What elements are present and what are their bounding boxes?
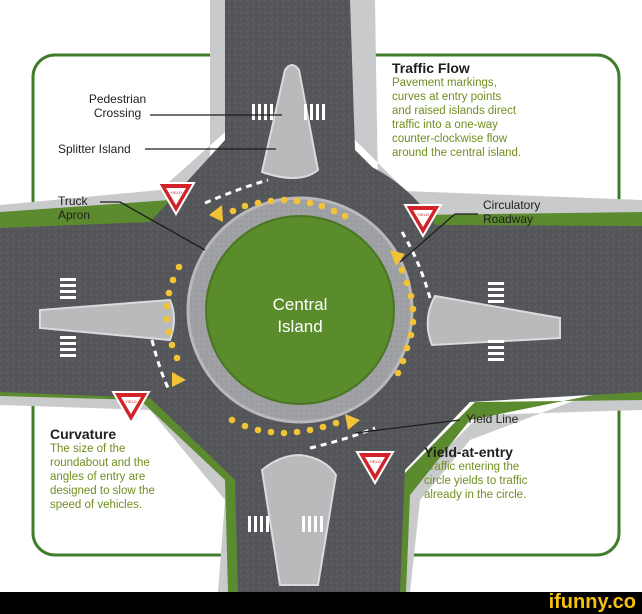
yield-sign-text: YIELD: [125, 399, 137, 404]
curvature-title: Curvature: [50, 426, 117, 442]
central-island: [206, 216, 394, 404]
label-splitter-island: Splitter Island: [58, 142, 131, 156]
yield-sign-text: YIELD: [170, 190, 182, 195]
label-circulatory-roadway: Circulatory Roadway: [483, 198, 541, 226]
circulation-arrows: [163, 196, 417, 437]
pedestrian-crossings: [60, 104, 504, 532]
splitter-islands: [39, 64, 561, 586]
label-yield-line: Yield Line: [466, 412, 519, 426]
yield-at-entry-title: Yield-at-entry: [424, 444, 513, 460]
yield-sign-se: YIELD: [355, 451, 395, 485]
label-pedestrian-crossing: Pedestrian Crossing: [88, 92, 147, 120]
watermark-bar: ifunny.co: [0, 591, 642, 614]
label-truck-apron: Truck Apron: [58, 194, 91, 222]
yield-at-entry-body: Traffic entering the circle yields to tr…: [424, 461, 528, 501]
traffic-flow-block: Traffic Flow Pavement markings, curves a…: [392, 60, 592, 160]
grass-verges: [0, 0, 642, 592]
label-central-island: Central Island: [272, 295, 328, 336]
yield-sign-nw: YIELD: [156, 182, 196, 216]
yield-lines: [150, 178, 432, 450]
curvature-body: The size of the roundabout and the angle…: [50, 443, 155, 511]
yield-sign-text: YIELD: [369, 459, 381, 464]
curvature-block: Curvature The size of the roundabout and…: [50, 426, 200, 512]
traffic-flow-title: Traffic Flow: [392, 60, 470, 76]
traffic-flow-body: Pavement markings, curves at entry point…: [392, 77, 522, 159]
leader-lines: [100, 114, 478, 434]
yield-sign-sw: YIELD: [111, 391, 151, 425]
yield-sign-text: YIELD: [417, 212, 429, 217]
yield-at-entry-block: Yield-at-entry Traffic entering the circ…: [424, 444, 594, 502]
yield-sign-ne: YIELD: [403, 204, 443, 238]
watermark-text: ifunny.co: [548, 591, 636, 613]
